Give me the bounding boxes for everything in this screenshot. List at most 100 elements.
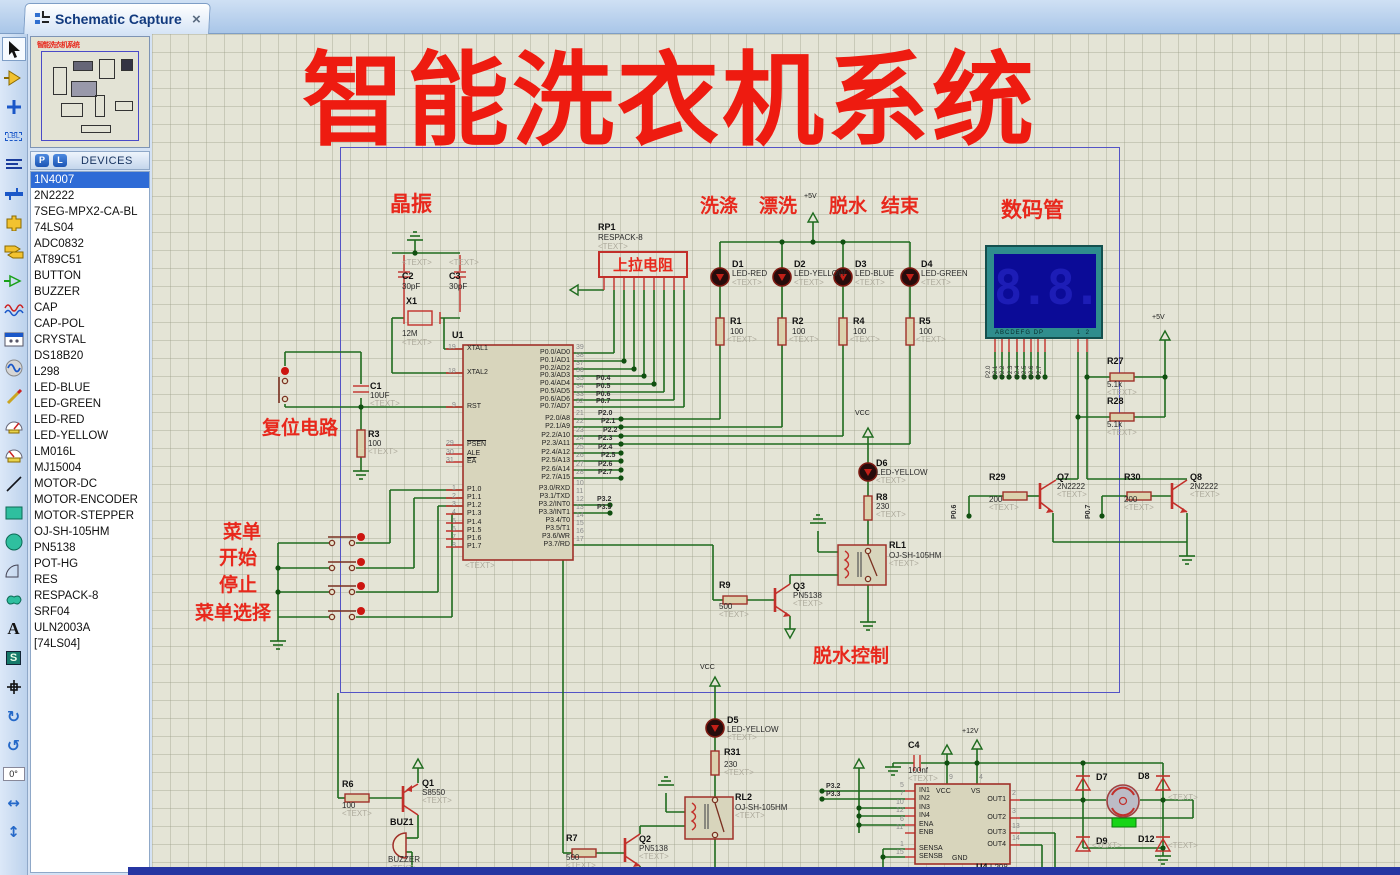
wire-label-icon[interactable]: LBL — [5, 131, 22, 141]
2d-text-icon[interactable]: A — [7, 619, 20, 638]
schematic-text[interactable]: +5V — [804, 193, 817, 200]
device-item[interactable]: BUTTON — [34, 270, 82, 282]
subcircuit-mode-icon[interactable] — [2, 211, 26, 235]
seven-segment-display[interactable]: 8.8. ABCDEFG DP 1 2 — [985, 245, 1103, 339]
schematic-text[interactable]: P0.4 — [596, 375, 611, 382]
schematic-text[interactable]: 100nf — [908, 766, 929, 775]
2d-line-icon[interactable] — [2, 472, 26, 496]
device-item[interactable]: RES — [34, 574, 58, 586]
schematic-text[interactable]: ENB — [919, 829, 934, 836]
device-item[interactable]: 1N4007 — [31, 172, 149, 188]
2d-marker-icon[interactable] — [2, 675, 26, 699]
schematic-text[interactable]: R2 — [792, 316, 804, 326]
schematic-text[interactable]: OJ-SH-105HM — [889, 551, 942, 560]
schematic-text[interactable]: 6 — [452, 526, 456, 533]
schematic-text[interactable]: R1 — [730, 316, 742, 326]
device-item[interactable]: ULN2003A — [34, 622, 91, 634]
schematic-text[interactable]: 洗涤 — [700, 195, 739, 217]
schematic-text[interactable]: P2.4 — [598, 444, 613, 451]
schematic-text[interactable]: RL2 — [735, 792, 753, 802]
schematic-text[interactable]: 3 — [1012, 808, 1016, 815]
schematic-text[interactable]: C4 — [908, 740, 920, 750]
schematic-text[interactable]: P2.3 — [598, 435, 613, 442]
schematic-text[interactable]: 菜单 — [223, 521, 262, 543]
schematic-text[interactable]: RESPACK-8 — [598, 233, 643, 242]
schematic-text[interactable]: P2.5 — [601, 452, 616, 459]
schematic-text[interactable]: 23 — [576, 427, 584, 434]
schematic-text[interactable]: 8 — [452, 542, 456, 549]
schematic-text[interactable]: RST — [467, 403, 481, 410]
schematic-text[interactable]: P0.6/AD6 — [540, 396, 570, 403]
schematic-text[interactable]: 18 — [448, 368, 456, 375]
schematic-text[interactable]: <TEXT> — [1107, 388, 1137, 397]
schematic-text[interactable]: <TEXT> — [1107, 428, 1137, 437]
overview-minimap[interactable]: 智能洗衣机系统 — [30, 36, 150, 148]
schematic-text[interactable]: EA — [467, 458, 477, 465]
schematic-text[interactable]: C3 — [449, 271, 461, 281]
device-item[interactable]: L298 — [34, 366, 60, 378]
schematic-text[interactable]: 37 — [576, 360, 584, 367]
schematic-text[interactable]: <TEXT> — [1057, 490, 1087, 499]
schematic-text[interactable]: R31 — [724, 747, 741, 757]
schematic-text[interactable]: RP1 — [598, 222, 616, 232]
schematic-text[interactable]: <TEXT> — [1190, 490, 1220, 499]
schematic-text[interactable]: VCC — [936, 788, 951, 795]
schematic-text[interactable]: P2.1 — [601, 418, 616, 425]
device-item[interactable]: MJ15004 — [34, 462, 82, 474]
schematic-text[interactable]: 1 — [452, 485, 456, 492]
schematic-text[interactable]: +5V — [1152, 314, 1165, 321]
device-item[interactable]: LM016L — [34, 446, 76, 458]
device-item[interactable]: [74LS04] — [34, 638, 81, 650]
schematic-text[interactable]: P1.2 — [467, 502, 482, 509]
schematic-text[interactable]: 菜单选择 — [195, 602, 272, 624]
device-item[interactable]: 2N2222 — [34, 190, 75, 202]
schematic-text[interactable]: P3.3 — [597, 504, 612, 511]
schematic-text[interactable]: 4 — [979, 774, 983, 781]
schematic-text[interactable]: P3.2 — [597, 496, 612, 503]
schematic-text[interactable]: 100 — [919, 327, 933, 336]
schematic-text[interactable]: 4 — [452, 509, 456, 516]
schematic-text[interactable]: <TEXT> — [989, 503, 1019, 512]
schematic-text[interactable]: 2 — [452, 493, 456, 500]
device-item[interactable]: LED-GREEN — [34, 398, 102, 410]
schematic-text[interactable]: Q8 — [1190, 472, 1203, 482]
schematic-text[interactable]: 7 — [900, 790, 904, 797]
device-item[interactable]: BUZZER — [34, 286, 80, 298]
schematic-text[interactable]: R4 — [853, 316, 865, 326]
schematic-text[interactable]: P0.5/AD5 — [540, 388, 570, 395]
schematic-text[interactable]: D7 — [1096, 772, 1108, 782]
schematic-text[interactable]: 25 — [576, 444, 584, 451]
device-item[interactable]: AT89C51 — [34, 254, 82, 266]
device-item[interactable]: MOTOR-DC — [34, 478, 98, 490]
schematic-text[interactable]: <TEXT> — [732, 278, 762, 287]
schematic-text[interactable]: LED-GREEN — [921, 269, 968, 278]
schematic-text[interactable]: P3.2 — [826, 783, 841, 790]
schematic-text[interactable]: D8 — [1138, 771, 1150, 781]
schematic-text[interactable]: P2.0 — [598, 410, 613, 417]
schematic-text[interactable]: VCC — [700, 664, 715, 671]
2d-circle-icon[interactable] — [2, 530, 26, 554]
schematic-text[interactable]: <TEXT> — [719, 610, 749, 619]
schematic-text[interactable]: <TEXT> — [566, 861, 596, 868]
bus-mode-icon[interactable] — [2, 182, 26, 206]
schematic-text[interactable]: <TEXT> — [1124, 503, 1154, 512]
schematic-text[interactable]: P2.3 — [1008, 365, 1014, 378]
schematic-text[interactable]: 5 — [900, 782, 904, 789]
virtual-instruments-icon[interactable] — [2, 443, 26, 467]
schematic-text[interactable]: 30 — [446, 449, 454, 456]
schematic-text[interactable]: P3.4/T0 — [545, 517, 570, 524]
schematic-text[interactable]: 15 — [576, 520, 584, 527]
schematic-text[interactable]: Q3 — [793, 581, 806, 591]
schematic-text[interactable]: P2.1 — [993, 365, 999, 378]
schematic-text[interactable]: +12V — [962, 728, 979, 735]
schematic-text[interactable]: 9 — [949, 774, 953, 781]
schematic-text[interactable]: <TEXT> — [855, 278, 885, 287]
schematic-text[interactable]: P0.1/AD1 — [540, 357, 570, 364]
schematic-text[interactable]: <TEXT> — [789, 335, 819, 344]
schematic-text[interactable]: P0.7/AD7 — [540, 403, 570, 410]
schematic-text[interactable]: P2.7/A15 — [541, 474, 570, 481]
schematic-text[interactable]: P2.4/A12 — [541, 449, 570, 456]
device-item[interactable]: MOTOR-ENCODER — [34, 494, 138, 506]
schematic-text[interactable]: RL1 — [889, 540, 907, 550]
